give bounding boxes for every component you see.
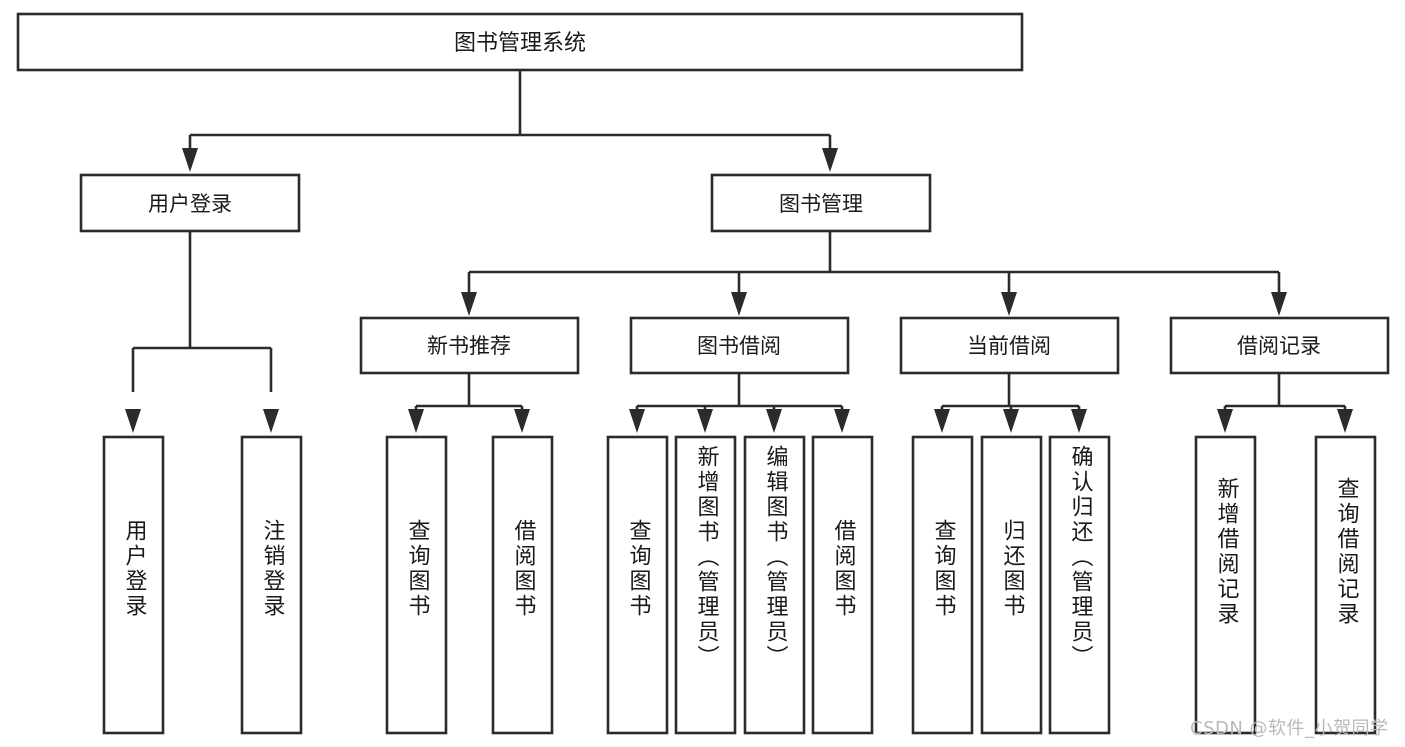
leaf-box-add-book[interactable] bbox=[674, 435, 737, 735]
arrowhead-leaf-confirm-return bbox=[1071, 409, 1087, 433]
leaf-box-add-record[interactable] bbox=[1194, 435, 1257, 735]
node-user-login[interactable]: 用户登录 bbox=[79, 173, 301, 233]
arrowhead-leaf-query-record bbox=[1337, 409, 1353, 433]
leaf-box-borrow-book-1[interactable] bbox=[491, 435, 554, 735]
arrowhead-leaf-return-book bbox=[1003, 409, 1019, 433]
node-book-borrow[interactable]: 图书借阅 bbox=[629, 316, 850, 375]
arrowhead-new-book-recommend bbox=[461, 292, 477, 316]
arrowhead-leaf-edit-book bbox=[766, 409, 782, 433]
node-user-login-box[interactable] bbox=[79, 173, 301, 233]
leaf-box-return-book[interactable] bbox=[980, 435, 1043, 735]
arrowhead-book-manage bbox=[822, 148, 838, 172]
arrowhead-current-borrow bbox=[1001, 292, 1017, 316]
node-root-label: 图书管理系统 bbox=[454, 31, 586, 56]
node-borrow-record-label: 借阅记录 bbox=[1237, 334, 1321, 358]
node-book-borrow-label: 图书借阅 bbox=[697, 334, 781, 358]
node-new-book-recommend[interactable]: 新书推荐 bbox=[359, 316, 580, 375]
arrowhead-book-borrow bbox=[731, 292, 747, 316]
node-new-book-recommend-label: 新书推荐 bbox=[427, 334, 511, 358]
leaf-box-edit-book[interactable] bbox=[743, 435, 806, 735]
leaf-box-confirm-return[interactable] bbox=[1048, 435, 1111, 735]
arrowhead-leaf-borrow-book-1 bbox=[514, 409, 530, 433]
leaf-box-borrow-book-2[interactable] bbox=[811, 435, 874, 735]
arrowhead-leaf-query-book-2 bbox=[629, 409, 645, 433]
leaf-box-query-book-3[interactable] bbox=[911, 435, 974, 735]
arrowhead-leaf-add-book bbox=[697, 409, 713, 433]
connector-layer bbox=[125, 70, 1353, 433]
leaf-box-user-logout[interactable] bbox=[240, 435, 303, 735]
node-borrow-record[interactable]: 借阅记录 bbox=[1169, 316, 1390, 375]
node-book-manage-label: 图书管理 bbox=[779, 192, 863, 216]
node-book-manage[interactable]: 图书管理 bbox=[710, 173, 932, 233]
node-book-borrow-box[interactable] bbox=[629, 316, 850, 375]
leaf-box-query-record[interactable] bbox=[1314, 435, 1377, 735]
csdn-watermark: CSDN @软件_小贺同学 bbox=[1190, 718, 1389, 739]
leaf-box-layer bbox=[102, 435, 1377, 735]
arrowhead-leaf-query-book-1 bbox=[408, 409, 424, 433]
leaf-box-query-book-2[interactable] bbox=[606, 435, 669, 735]
node-root-box[interactable] bbox=[16, 12, 1024, 72]
arrowhead-leaf-user-login bbox=[125, 409, 141, 433]
node-current-borrow-box[interactable] bbox=[899, 316, 1120, 375]
node-user-login-label: 用户登录 bbox=[148, 192, 232, 216]
arrowhead-leaf-query-book-3 bbox=[934, 409, 950, 433]
node-root[interactable]: 图书管理系统 bbox=[16, 12, 1024, 72]
node-borrow-record-box[interactable] bbox=[1169, 316, 1390, 375]
arrowhead-user-login bbox=[182, 148, 198, 172]
arrowhead-borrow-record bbox=[1271, 292, 1287, 316]
arrowhead-leaf-user-logout bbox=[263, 409, 279, 433]
node-current-borrow-label: 当前借阅 bbox=[967, 334, 1051, 358]
node-book-manage-box[interactable] bbox=[710, 173, 932, 233]
arrowhead-leaf-borrow-book-2 bbox=[834, 409, 850, 433]
node-new-book-recommend-box[interactable] bbox=[359, 316, 580, 375]
arrowhead-leaf-add-record bbox=[1217, 409, 1233, 433]
leaf-box-query-book-1[interactable] bbox=[385, 435, 448, 735]
leaf-box-user-login[interactable] bbox=[102, 435, 165, 735]
node-current-borrow[interactable]: 当前借阅 bbox=[899, 316, 1120, 375]
